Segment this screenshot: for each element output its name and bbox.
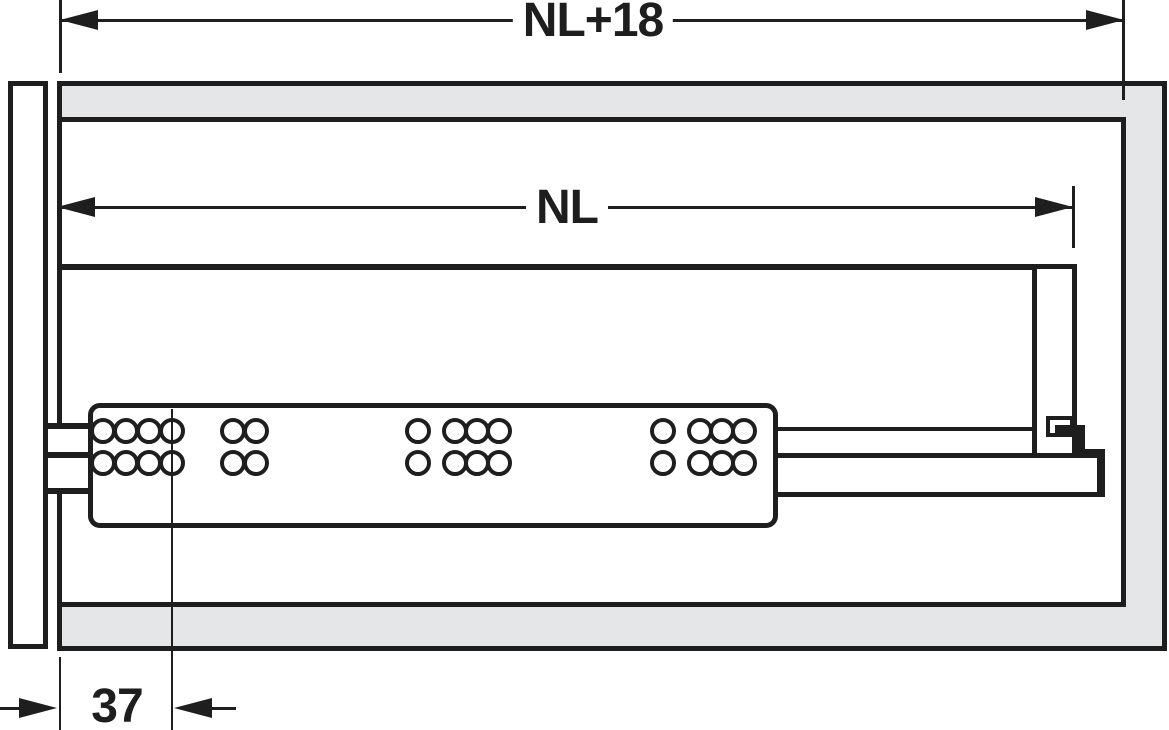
dim-nl-extension-right [1072, 186, 1075, 248]
dim-nl18-label: NL+18 [512, 0, 674, 45]
mounting-hole [486, 418, 512, 444]
dim-37-tail-right [210, 707, 236, 710]
mounting-hole [731, 450, 757, 476]
rear-bracket-step-vertical [1097, 449, 1105, 497]
dim-nl-arrowhead-left-icon [57, 197, 95, 217]
rail-mid-edge [775, 453, 1075, 458]
mounting-hole [405, 418, 431, 444]
mounting-hole [405, 450, 431, 476]
mounting-hole [159, 418, 185, 444]
mounting-hole [243, 418, 269, 444]
rail-top-edge [775, 427, 1035, 431]
mounting-hole [243, 450, 269, 476]
rear-hook-arm [1055, 425, 1081, 434]
mounting-hole [486, 450, 512, 476]
rail-bottom-edge [775, 492, 1105, 497]
dim-37-label: 37 [91, 680, 143, 730]
rear-hook-tip [1076, 425, 1085, 455]
front-bracket-bar-bottom [48, 488, 93, 494]
rear-bracket-step-horizontal [1075, 449, 1105, 458]
dim-nl18-arrowhead-right-icon [1086, 10, 1124, 30]
front-bracket-bar-top [48, 423, 93, 429]
dim-nl-arrowhead-right-icon [1035, 197, 1073, 217]
dim-37-extension-left [59, 657, 61, 730]
front-bracket-patch [49, 424, 87, 494]
front-panel [8, 81, 48, 649]
mounting-hole [650, 450, 676, 476]
front-hole-centerline [171, 409, 173, 730]
dim-37-arrowhead-left-icon [174, 698, 212, 718]
dim-37-arrowhead-right-icon [19, 698, 57, 718]
front-bracket-bar-middle [48, 452, 93, 458]
drawer-side-top-edge [57, 264, 1077, 270]
dim-nl18-extension-right [1122, 0, 1125, 100]
mounting-hole [650, 418, 676, 444]
mounting-hole [159, 450, 185, 476]
dim-nl-label: NL [526, 184, 608, 232]
mounting-hole [731, 418, 757, 444]
dim-nl18-extension-left [59, 0, 62, 73]
dim-nl18-arrowhead-left-icon [60, 10, 98, 30]
